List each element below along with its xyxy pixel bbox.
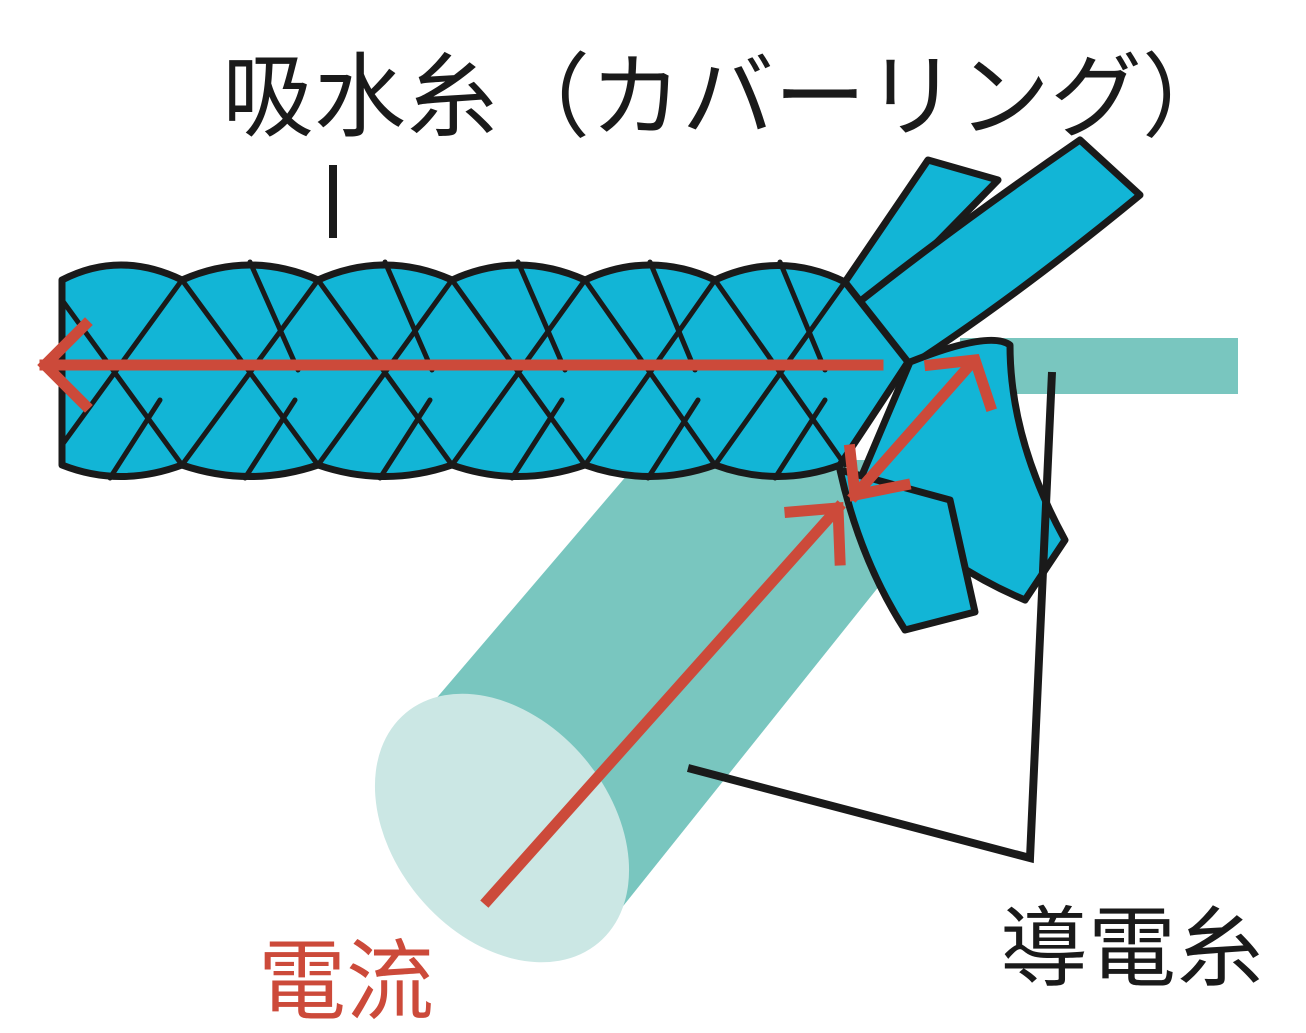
current-arrow-left-head: [37, 317, 93, 413]
current-arrow-diagonal-head-lower: [843, 443, 912, 502]
current-arrow-up-shaft: [480, 500, 846, 908]
leader-conductive: [686, 371, 1056, 864]
current-arrow-diagonal-head-upper: [923, 354, 997, 412]
leader-lines: [329, 165, 1056, 864]
absorbent-thread-label: 吸水糸（カバーリング）: [222, 44, 1235, 151]
braid-weave-lines: [59, 259, 848, 481]
absorbent-braid: [58, 259, 912, 481]
current-arrow-up-head: [784, 502, 846, 566]
strand-upper-thick: [796, 136, 1144, 389]
current-arrow-diagonal-shaft: [847, 357, 978, 503]
current-label: 電流: [258, 930, 435, 1033]
current-arrows: [37, 317, 997, 908]
conductive-thread-label: 導電糸: [1000, 897, 1265, 1000]
covering-strands: [796, 136, 1144, 634]
strand-lower-flat: [836, 466, 979, 634]
conductive-thread-end: [374, 693, 630, 963]
